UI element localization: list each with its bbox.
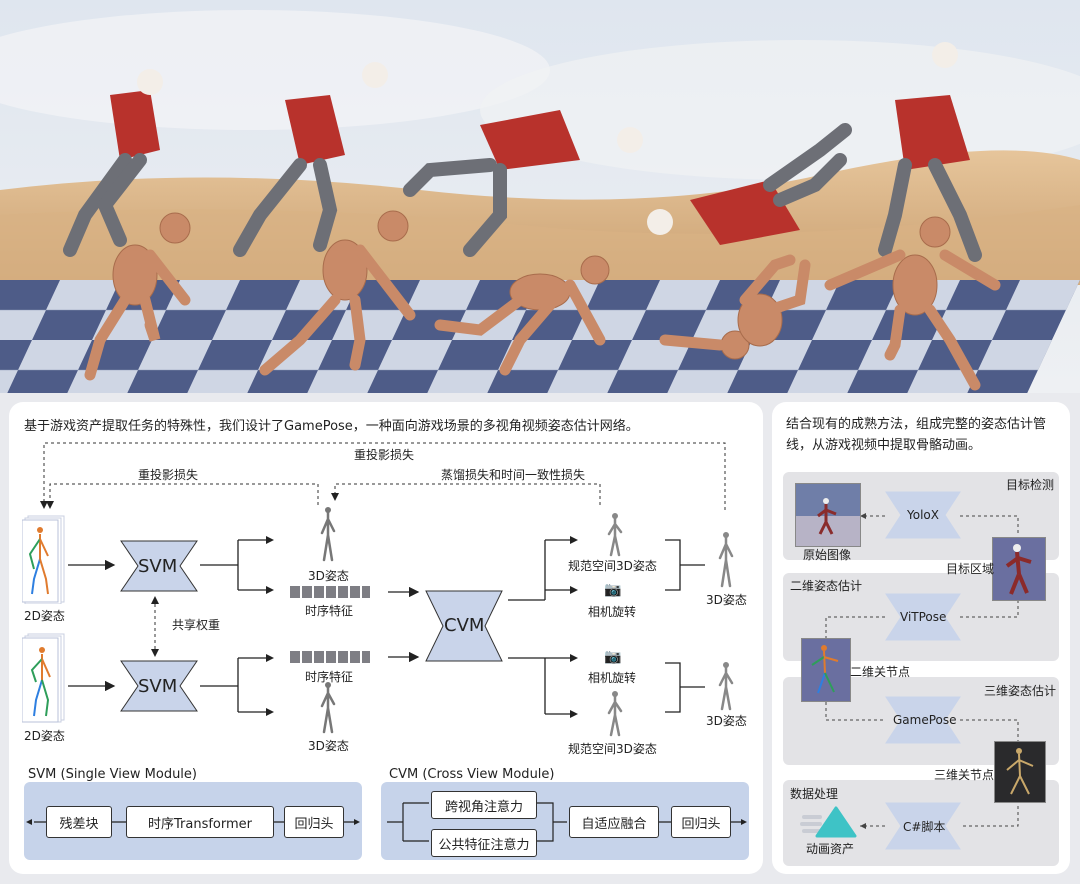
distillation-loss-label: 蒸馏损失和时间一致性损失 [441,468,586,482]
cross-view-attention: 跨视角注意力 [431,791,537,819]
animation-asset-label: 动画资产 [806,842,855,856]
pose-2d-image-top [22,515,65,604]
svm-regression-head: 回归头 [284,806,344,838]
target-region-label: 目标区域 [946,562,995,576]
camera-rotation-label-top: 相机旋转 [588,605,637,619]
temporal-features-bottom [290,651,370,663]
adaptive-fusion: 自适应融合 [569,806,659,838]
pose-3d-label-top: 3D姿态 [308,569,349,583]
pose-3d-figure-bottom [320,682,336,734]
cvm-module-title: CVM (Cross View Module) [389,767,555,782]
stage-detection-title: 目标检测 [1006,478,1055,492]
reprojection-loss-label-top: 重投影损失 [354,448,415,462]
svm-module-lines [26,819,360,825]
pose-3d-figure-top [320,507,336,562]
reprojection-loss-label: 重投影损失 [138,468,199,482]
keypoints-2d-label: 二维关节点 [850,665,911,679]
input-2d-pose-label-bottom: 2D姿态 [24,729,65,743]
keypoints-2d-thumbnail [801,638,851,702]
gamepose-block [885,696,961,744]
hero-render-image [0,0,1080,393]
csharp-label: C#脚本 [903,820,946,834]
original-image-label: 原始图像 [803,548,852,562]
output-pose-label-top: 3D姿态 [706,593,747,607]
temporal-features-label-top: 时序特征 [305,604,354,618]
canonical-pose-label-top: 规范空间3D姿态 [568,559,657,573]
cvm-module-lines [387,802,747,842]
cvm-label: CVM [444,615,485,636]
stage-3d-pose-title: 三维姿态估计 [984,684,1057,698]
temporal-features-top [290,586,370,598]
shared-weights-label: 共享权重 [172,618,221,632]
keypoints-3d-thumbnail [994,741,1046,803]
cvm-block [425,590,503,662]
camera-icon-top: 📷 [604,582,622,598]
input-2d-pose-label-top: 2D姿态 [24,609,65,623]
output-pose-label-bottom: 3D姿态 [706,714,747,728]
original-image-thumbnail [795,483,861,547]
target-region-thumbnail [992,537,1046,601]
yolox-label: YoloX [907,508,939,522]
keypoints-3d-label: 三维关节点 [934,768,995,782]
yolox-block [885,491,961,539]
intro-text: 基于游戏资产提取任务的特殊性，我们设计了GamePose，一种面向游戏场景的多视… [24,419,639,434]
temporal-features-label-bottom: 时序特征 [305,670,354,684]
common-feature-attention: 公共特征注意力 [431,829,537,857]
svm-label-bottom: SVM [138,676,178,697]
stage-data-processing-title: 数据处理 [790,787,839,801]
svm-module-title: SVM (Single View Module) [28,767,197,782]
canonical-pose-figure-bottom [607,691,623,737]
canonical-pose-figure-top [607,513,623,557]
pipeline-intro: 结合现有的成熟方法，组成完整的姿态估计管线，从游戏视频中提取骨骼动画。 [786,417,1047,453]
output-pose-figure-bottom [718,662,734,711]
stage-2d-pose-title: 二维姿态估计 [790,579,863,593]
svm-label-top: SVM [138,556,178,577]
canonical-pose-label-bottom: 规范空间3D姿态 [568,742,657,756]
vitpose-label: ViTPose [900,610,947,624]
camera-icon-bottom: 📷 [604,649,622,665]
svm-block-top [120,540,198,592]
gamepose-label: GamePose [893,713,957,727]
pose-3d-label-bottom: 3D姿态 [308,739,349,753]
animation-asset-icon [800,806,857,838]
output-pose-figure-top [718,532,734,588]
temporal-transformer-block: 时序Transformer [126,806,274,838]
pose-2d-image-bottom [22,633,65,723]
svm-block-bottom [120,660,198,712]
camera-rotation-label-bottom: 相机旋转 [588,671,637,685]
cvm-regression-head: 回归头 [671,806,731,838]
residual-block: 残差块 [46,806,112,838]
csharp-block [885,802,961,850]
vitpose-block [885,593,961,641]
